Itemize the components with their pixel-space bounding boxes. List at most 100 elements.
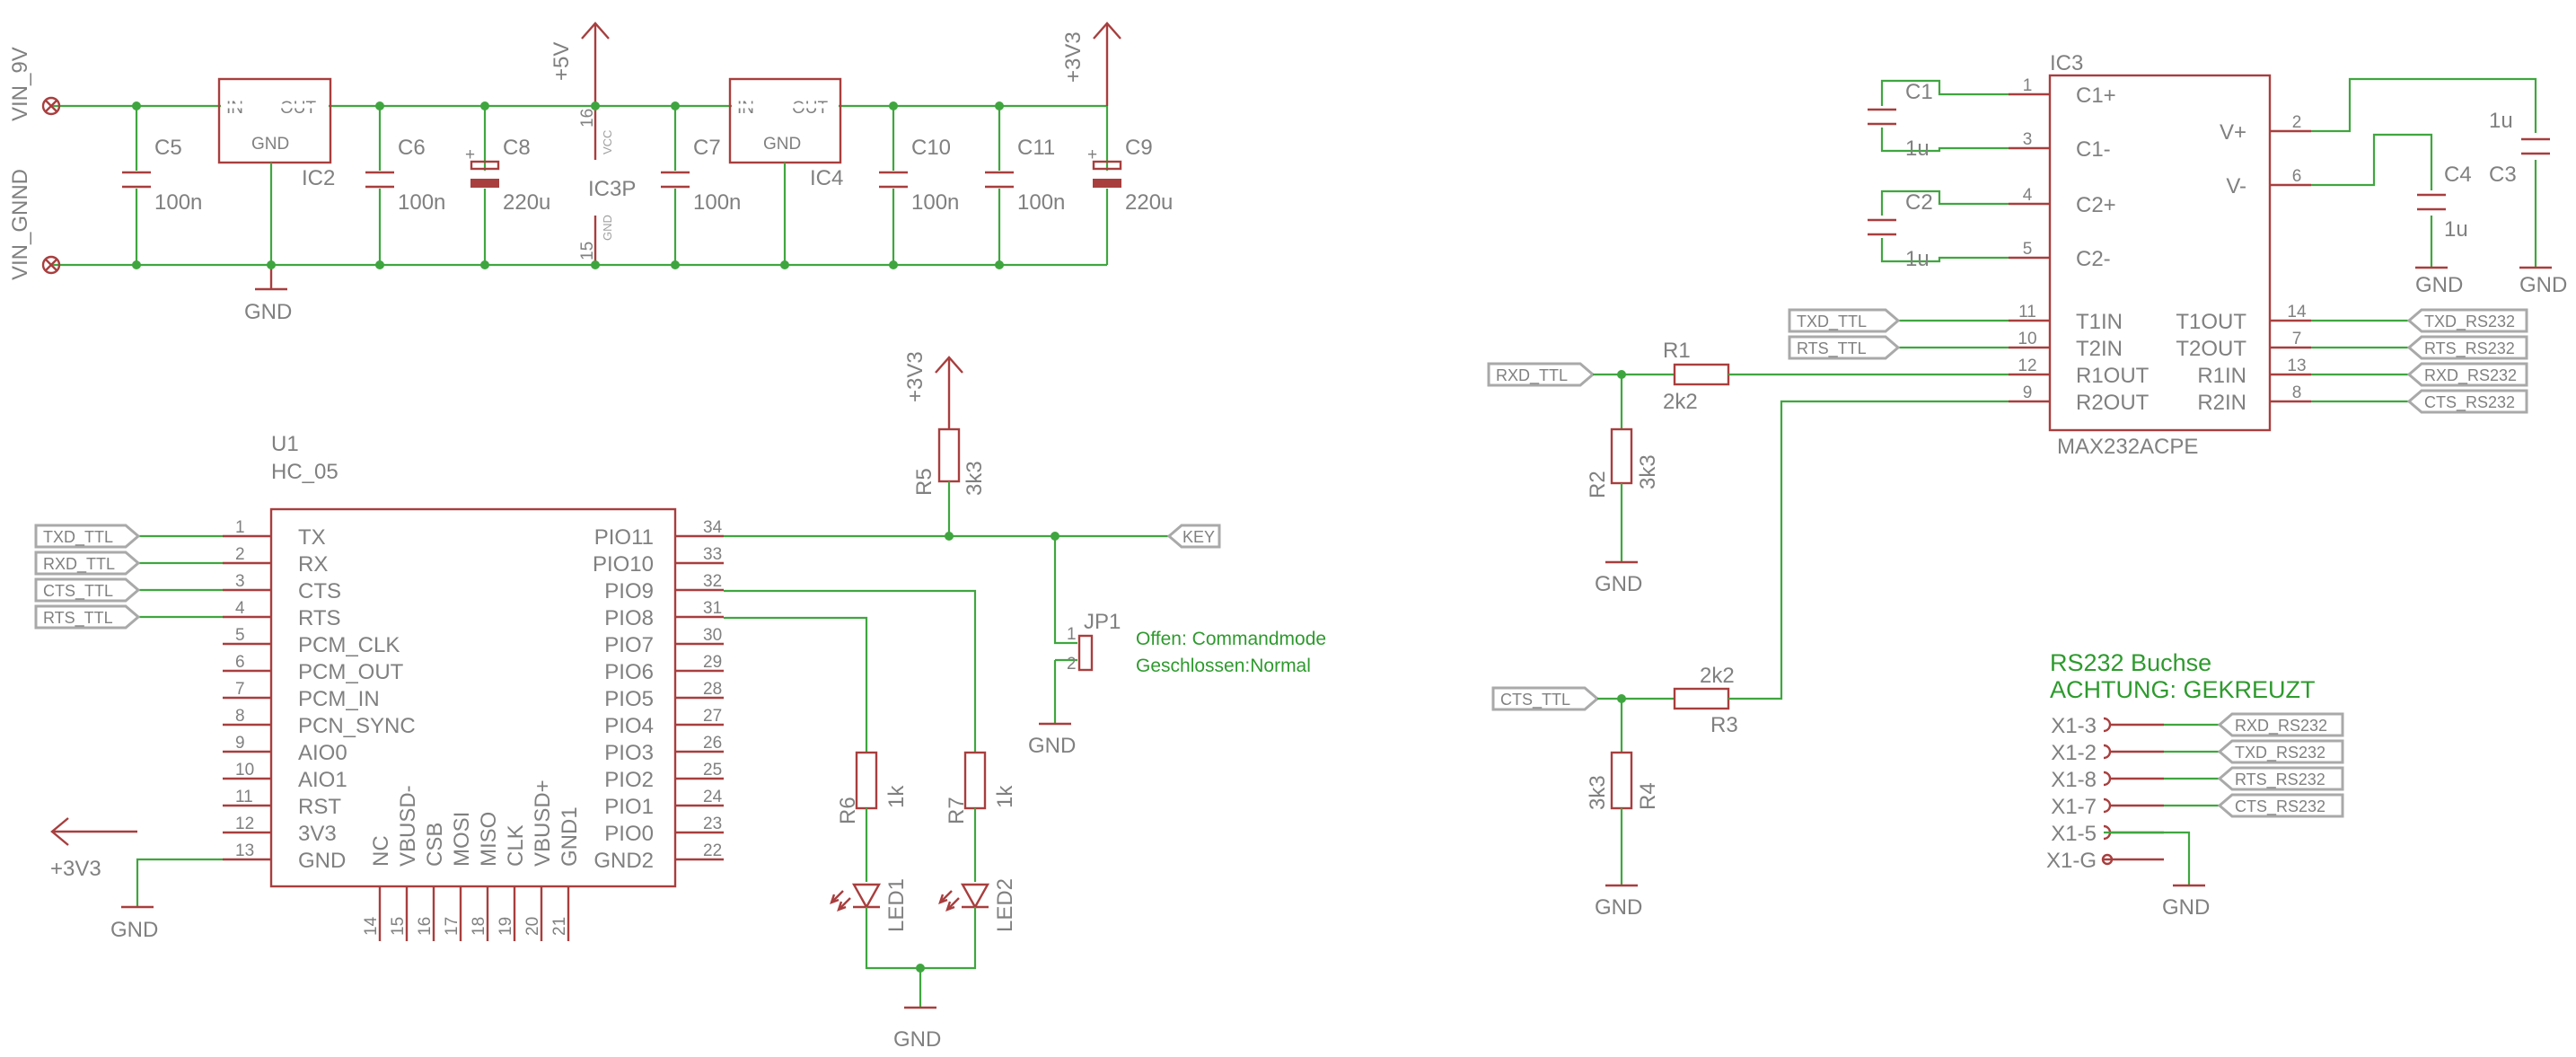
svg-text:MOSI: MOSI [450, 812, 474, 867]
svg-text:T2IN: T2IN [2076, 337, 2123, 361]
svg-text:12: 12 [235, 815, 254, 833]
svg-text:AIO0: AIO0 [298, 741, 347, 765]
c2-value: 1u [1905, 247, 1930, 271]
svg-text:C1+: C1+ [2076, 84, 2116, 108]
svg-text:X1-8: X1-8 [2051, 768, 2097, 792]
svg-text:PCN_SYNC: PCN_SYNC [298, 714, 416, 738]
key-net-label: KEY [1182, 528, 1215, 546]
svg-text:2: 2 [2292, 113, 2302, 132]
net-label: RTS_TTL [43, 609, 113, 628]
vin-9v-terminal [41, 96, 61, 116]
cts-divider: CTS_TTL 2k2 R3 3k3 R4 GND [1491, 400, 2009, 920]
ic3-part: MAX232ACPE [2057, 435, 2198, 459]
svg-text:X1-5: X1-5 [2051, 822, 2097, 846]
svg-text:PIO3: PIO3 [604, 741, 654, 765]
svg-text:5: 5 [235, 626, 245, 645]
svg-text:17: 17 [443, 917, 462, 936]
r7-ref: R7 [945, 797, 969, 824]
jp1-ref: JP1 [1084, 610, 1121, 634]
svg-text:GND: GND [1028, 734, 1076, 758]
c1-value: 1u [1905, 137, 1930, 161]
connector-title: RS232 Buchse [2050, 649, 2211, 676]
svg-text:CTS_TTL: CTS_TTL [1500, 691, 1570, 709]
svg-text:GND1: GND1 [558, 806, 582, 867]
u1-ref: U1 [271, 432, 299, 456]
cap-ref: C6 [398, 136, 426, 160]
svg-text:24: 24 [703, 788, 723, 806]
svg-text:9: 9 [235, 734, 245, 753]
c2-ref: C2 [1905, 190, 1933, 215]
svg-text:3V3: 3V3 [298, 822, 337, 846]
svg-text:PIO1: PIO1 [604, 795, 654, 819]
svg-text:32: 32 [703, 572, 722, 591]
ic2-gnd-pin: GND [251, 135, 289, 154]
cap-value: 100n [154, 190, 202, 215]
svg-text:6: 6 [235, 653, 245, 672]
svg-text:GND2: GND2 [593, 849, 654, 873]
svg-text:X1-3: X1-3 [2051, 714, 2097, 738]
svg-text:PCM_IN: PCM_IN [298, 687, 380, 711]
net-label: RXD_RS232 [2235, 717, 2327, 735]
r3-ref: R3 [1710, 713, 1738, 737]
svg-text:RXD_TTL: RXD_TTL [1496, 366, 1568, 385]
svg-text:10: 10 [2018, 330, 2036, 348]
u1-pin-24: 24 PIO1 [604, 788, 724, 819]
net-label: TXD_TTL [43, 528, 113, 547]
svg-text:1: 1 [2023, 76, 2033, 95]
cap-ref: C11 [1017, 136, 1055, 160]
r3-value: 2k2 [1700, 664, 1735, 688]
r4-value: 3k3 [1586, 775, 1610, 810]
jp1-note-open: Offen: Commandmode [1136, 629, 1326, 649]
svg-text:R1OUT: R1OUT [2076, 364, 2150, 388]
svg-text:RX: RX [298, 552, 328, 577]
svg-text:11: 11 [2018, 303, 2036, 322]
net-label: CTS_RS232 [2424, 393, 2515, 412]
svg-text:VBUSD+: VBUSD+ [531, 780, 555, 867]
ic3-ref: IC3 [2050, 51, 2083, 75]
u1-pin-17: 17 MOSI [443, 812, 474, 941]
svg-text:C1-: C1- [2076, 137, 2111, 162]
r2-value: 3k3 [1636, 454, 1660, 489]
svg-text:+3V3: +3V3 [903, 351, 928, 402]
ic3p-power: 16 VCC IC3P GND 15 [578, 106, 636, 265]
net-label: TXD_RS232 [2235, 744, 2325, 762]
r5-ref: R5 [912, 468, 936, 496]
cap-value: 100n [1017, 190, 1065, 215]
svg-text:T1OUT: T1OUT [2176, 310, 2246, 334]
svg-text:PIO11: PIO11 [594, 525, 654, 550]
svg-text:2: 2 [1067, 655, 1077, 674]
svg-text:PIO5: PIO5 [604, 687, 654, 711]
svg-text:18: 18 [470, 917, 488, 936]
svg-text:16: 16 [416, 917, 435, 936]
svg-text:3: 3 [2023, 130, 2033, 149]
svg-text:2: 2 [235, 545, 245, 564]
net-label: RTS_RS232 [2235, 771, 2325, 789]
ic2-ref: IC2 [302, 166, 335, 190]
svg-text:13: 13 [235, 841, 254, 860]
svg-text:CLK: CLK [504, 824, 528, 867]
connector-pin: X1-8 RTS_RS232 [2051, 766, 2344, 792]
u1-pin-9: 9 AIO0 [223, 734, 347, 765]
ic4-ref: IC4 [810, 166, 843, 190]
svg-text:V+: V+ [2220, 120, 2246, 145]
svg-text:PIO2: PIO2 [604, 768, 654, 792]
svg-text:T2OUT: T2OUT [2176, 337, 2246, 361]
svg-text:GND: GND [1595, 572, 1642, 596]
